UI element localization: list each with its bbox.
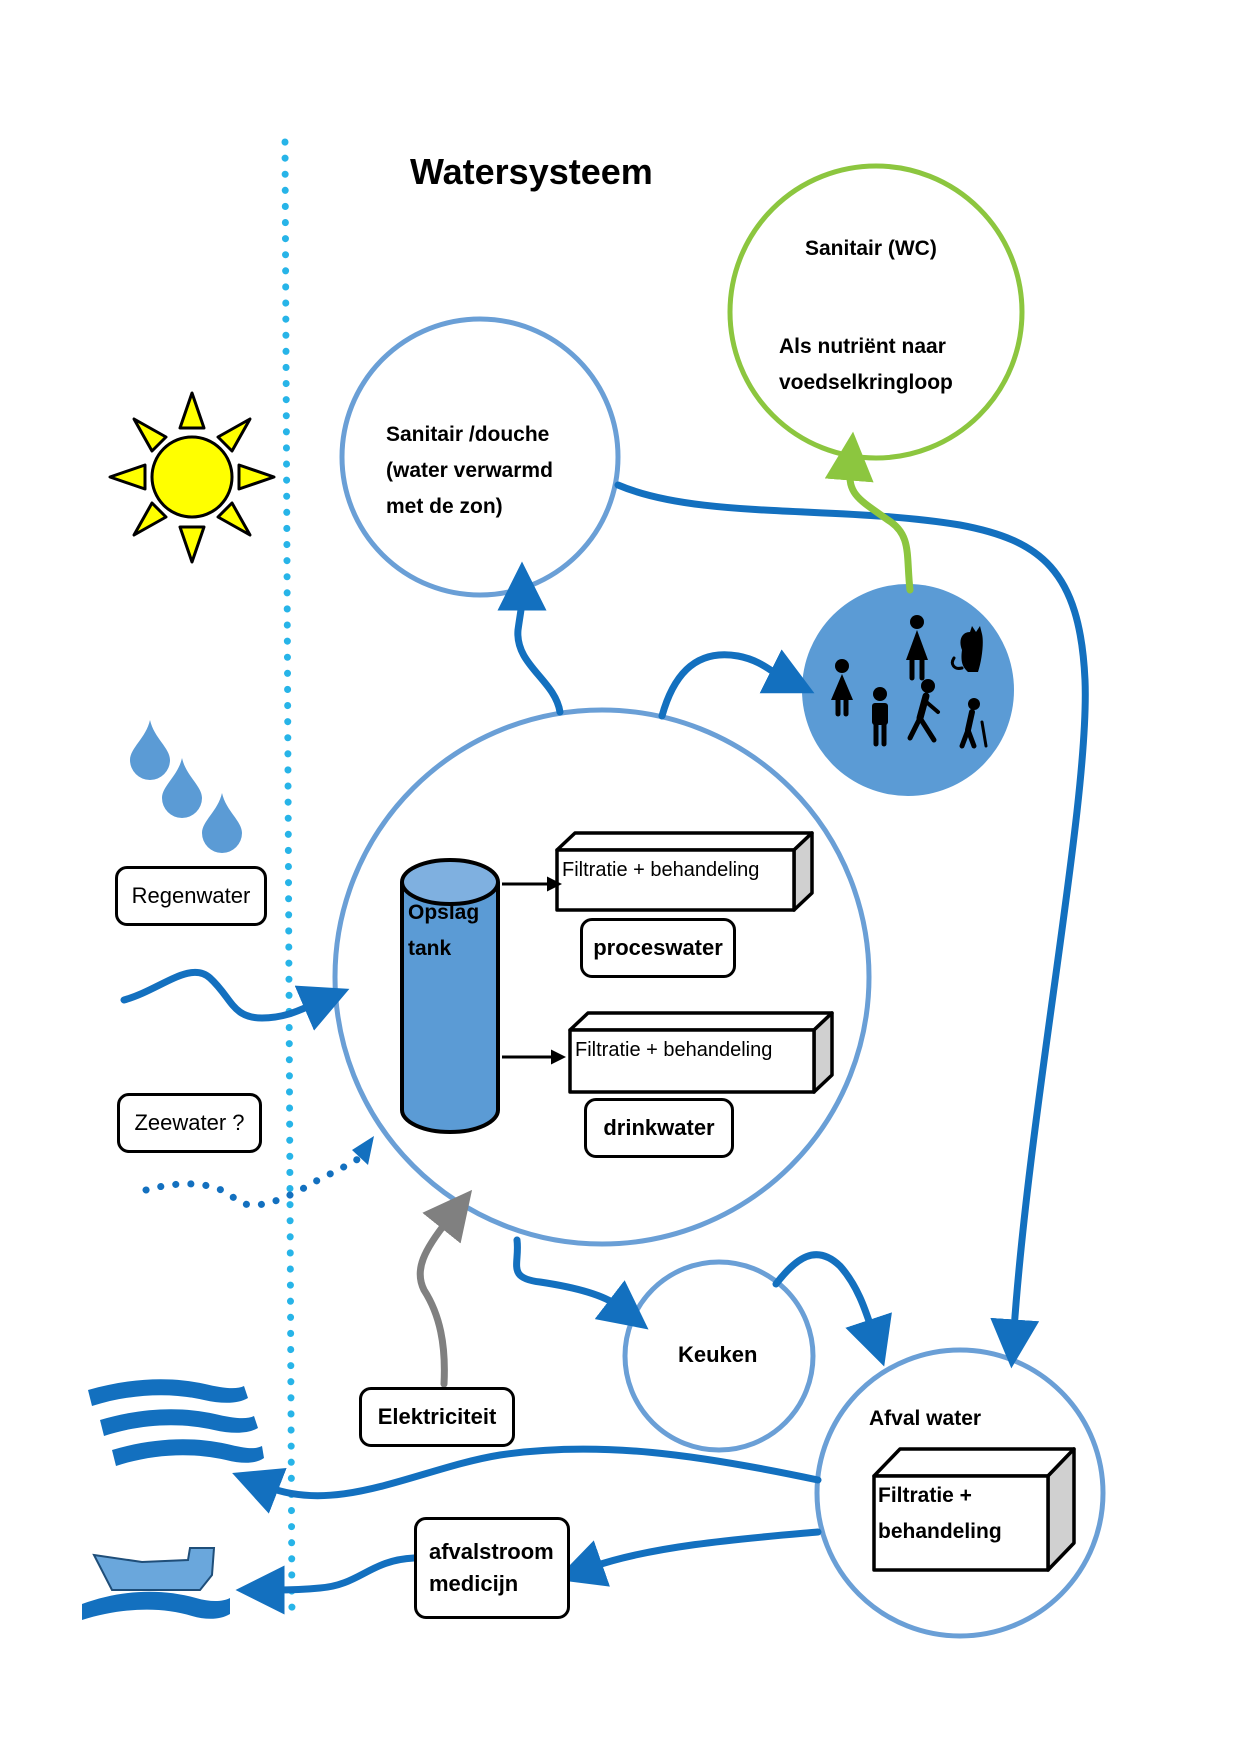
waste-filter-box[interactable]	[872, 1447, 1076, 1572]
page-title: Watersysteem	[410, 151, 653, 192]
wc-label-line2: Als nutriënt naar	[779, 335, 946, 358]
flow-medicine-to-sea	[235, 1554, 418, 1615]
flow-storage-to-shower	[497, 561, 564, 716]
drinkwater-box[interactable]: drinkwater	[584, 1098, 734, 1158]
medicine-waste-box[interactable]: afvalstroom medicijn	[414, 1517, 570, 1619]
rainwater-box[interactable]: Regenwater	[115, 866, 267, 926]
flow-people-to-wc	[824, 431, 914, 594]
flow-storage-to-people	[658, 649, 815, 720]
wc-label-line1: Sanitair (WC)	[805, 237, 937, 260]
raindrops-icon	[130, 720, 242, 853]
filter-box-2[interactable]	[568, 1011, 834, 1094]
flow-shower-to-waste	[614, 481, 1089, 1369]
flow-sea-to-storage	[142, 1152, 366, 1209]
flow-electricity-to-storage	[416, 1189, 473, 1388]
medicine-label-line1: afvalstroom	[429, 1539, 554, 1565]
ship-icon	[82, 1547, 230, 1620]
flow-kitchen-to-waste	[772, 1251, 892, 1367]
flow-waste-to-medicine	[555, 1528, 822, 1587]
waves-icon	[88, 1379, 264, 1466]
waste-filter-line1: Filtratie +	[878, 1484, 972, 1507]
electricity-box[interactable]: Elektriciteit	[359, 1387, 515, 1447]
people-icon	[831, 615, 988, 749]
shower-label-line2: (water verwarmd	[386, 459, 553, 482]
tank-label-line1: Opslag	[408, 901, 480, 924]
filter-box-1[interactable]	[555, 831, 814, 912]
flow-sea-arrowhead	[352, 1136, 374, 1165]
boundary-dotted-line	[281, 138, 296, 1624]
shower-label-line1: Sanitair /douche	[386, 423, 550, 446]
tank-label-line2: tank	[408, 937, 452, 960]
wc-label-line3: voedselkringloop	[779, 371, 953, 394]
flow-waste-to-sea	[232, 1445, 822, 1514]
shower-label-line3: met de zon)	[386, 495, 503, 518]
waste-filter-line2: behandeling	[878, 1520, 1002, 1543]
medicine-label-line2: medicijn	[429, 1571, 519, 1596]
kitchen-circle	[622, 1259, 816, 1453]
flow-storage-to-kitchen	[513, 1236, 649, 1330]
rainwater-label: Regenwater	[131, 883, 251, 909]
proceswater-box[interactable]: proceswater	[580, 918, 736, 978]
electricity-label: Elektriciteit	[377, 1404, 497, 1430]
storage-tank[interactable]	[400, 858, 500, 1134]
filter1-label: Filtratie + behandeling	[562, 859, 760, 881]
drinkwater-label: drinkwater	[603, 1115, 715, 1141]
proceswater-label: proceswater	[593, 935, 723, 961]
people-circle[interactable]	[802, 584, 1014, 796]
wc-circle	[727, 163, 1025, 461]
kitchen-label: Keuken	[678, 1342, 758, 1367]
flow-rain-to-storage	[120, 969, 350, 1031]
seawater-box[interactable]: Zeewater ?	[117, 1093, 262, 1153]
waste-water-label: Afval water	[869, 1407, 982, 1430]
filter2-label: Filtratie + behandeling	[575, 1039, 773, 1061]
shower-circle	[339, 316, 621, 598]
sun-icon	[108, 391, 276, 564]
seawater-label: Zeewater ?	[134, 1110, 245, 1136]
